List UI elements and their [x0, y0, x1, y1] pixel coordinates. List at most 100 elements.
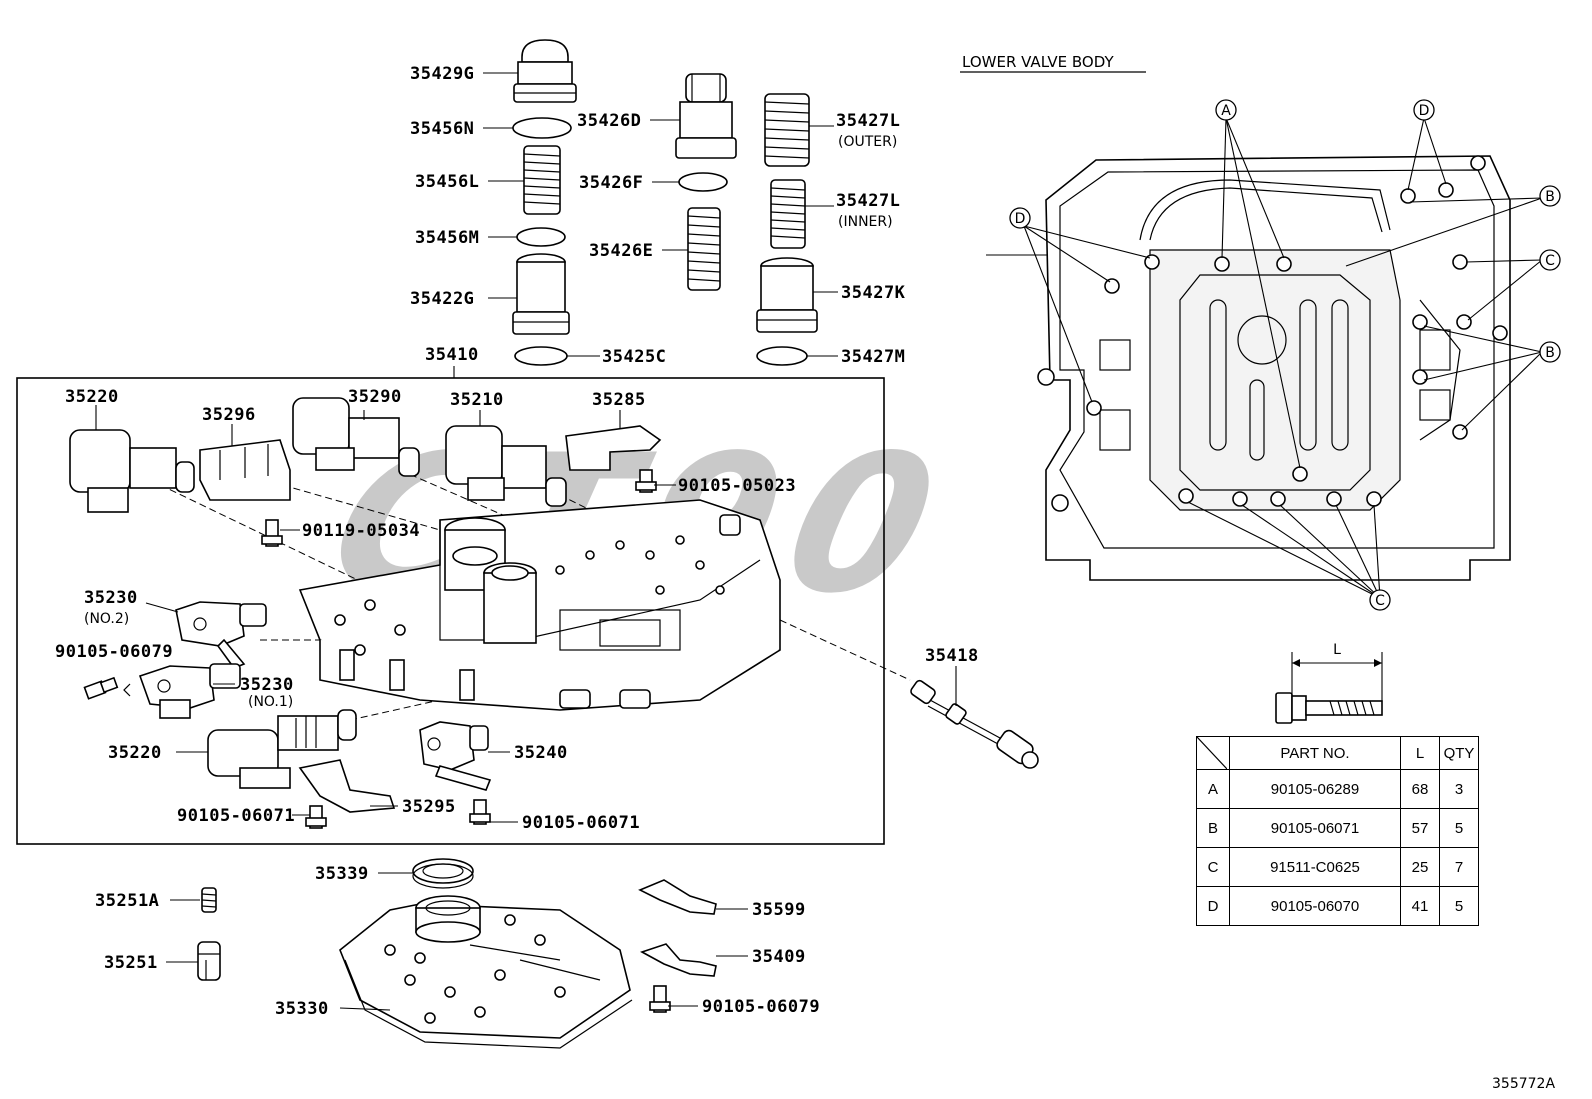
callout-35427m: 35427M — [841, 347, 905, 367]
lower-valve-body-view — [986, 117, 1543, 599]
section-title: LOWER VALVE BODY — [962, 53, 1114, 71]
svg-text:B: B — [1545, 345, 1555, 361]
callout-35230-no2: 35230 — [84, 588, 138, 608]
callout-35456m: 35456M — [415, 228, 479, 248]
callout-35426e: 35426E — [589, 241, 653, 261]
part-35230-no1-solenoid — [123, 663, 241, 719]
callout-35422g: 35422G — [410, 289, 474, 309]
row-length: 57 — [1400, 808, 1440, 848]
bolt-key-b-marker-top: B — [1539, 185, 1561, 207]
part-35285-bracket — [565, 425, 662, 471]
callout-35426f: 35426F — [579, 173, 643, 193]
part-35418-connector — [910, 679, 1039, 769]
callout-35425c: 35425C — [602, 347, 666, 367]
header-qty: QTY — [1439, 736, 1479, 770]
bolt-key-d-marker-top: D — [1413, 99, 1435, 121]
callout-35339: 35339 — [315, 864, 369, 884]
table-row: A 90105-06289 68 3 — [1196, 769, 1479, 809]
row-qty: 7 — [1439, 847, 1479, 887]
row-part-no: 91511-C0625 — [1229, 847, 1401, 887]
bolt-key-b-marker-right: B — [1539, 341, 1561, 363]
bolt-90105-06079-b — [649, 985, 671, 1013]
callout-35426d: 35426D — [577, 111, 641, 131]
part-35295-bracket — [298, 759, 396, 813]
callout-35220-top: 35220 — [65, 387, 119, 407]
row-key: B — [1196, 808, 1230, 848]
part-35426d-plug — [675, 73, 737, 159]
callout-35251: 35251 — [104, 953, 158, 973]
part-35456n-oring — [512, 117, 572, 139]
callout-35418: 35418 — [925, 646, 979, 666]
part-35426f-oring — [678, 172, 728, 192]
svg-text:C: C — [1375, 593, 1385, 609]
part-35422g-sleeve — [512, 253, 570, 335]
svg-text:A: A — [1221, 103, 1231, 119]
callout-35230-no1-note: (NO.1) — [248, 694, 293, 710]
callout-35220-bottom: 35220 — [108, 743, 162, 763]
callout-35295: 35295 — [402, 797, 456, 817]
callout-35330: 35330 — [275, 999, 329, 1019]
callout-90119-05034: 90119-05034 — [302, 521, 420, 541]
callout-35456n: 35456N — [410, 119, 474, 139]
callout-35427k: 35427K — [841, 283, 906, 303]
part-35427l-inner-spring — [770, 179, 806, 249]
bolt-length-dimension: L — [1275, 642, 1383, 724]
row-key: C — [1196, 847, 1230, 887]
callout-35427l-outer-note: (OUTER) — [838, 134, 897, 150]
part-35251-valve — [197, 941, 221, 981]
svg-text:D: D — [1015, 211, 1026, 227]
part-35220-solenoid-bottom — [207, 709, 357, 789]
part-35330-oil-strainer — [339, 895, 633, 1049]
svg-text:B: B — [1545, 189, 1555, 205]
bolt-90105-06079-a — [83, 676, 119, 700]
part-35427k-sleeve — [756, 257, 818, 333]
bolt-spec-table: PART NO. L QTY A 90105-06289 68 3 B 9010… — [1196, 736, 1479, 926]
row-key: A — [1196, 769, 1230, 809]
callout-90105-06071-a: 90105-06071 — [177, 806, 295, 826]
part-35456m-oring — [516, 227, 566, 247]
bolt-key-c-marker-right: C — [1539, 249, 1561, 271]
callout-35410: 35410 — [425, 345, 479, 365]
part-35230-no2-solenoid — [175, 601, 267, 669]
bolt-90105-06071-b — [469, 799, 491, 825]
part-35425c-oring — [514, 346, 568, 366]
part-35409-clip — [640, 943, 717, 977]
figure-code: 355772A — [1492, 1076, 1555, 1092]
part-35290-solenoid — [292, 397, 420, 477]
valve-body-assembly-frame — [16, 377, 885, 845]
part-35427m-oring — [756, 346, 808, 366]
part-35339-gasket — [412, 858, 474, 889]
callout-35427l-outer: 35427L — [836, 111, 900, 131]
callout-35427l-inner: 35427L — [836, 191, 900, 211]
callout-90105-06071-b: 90105-06071 — [522, 813, 640, 833]
callout-35409: 35409 — [752, 947, 806, 967]
callout-90105-06079-a: 90105-06079 — [55, 642, 173, 662]
row-qty: 5 — [1439, 886, 1479, 926]
dimension-label: L — [1333, 642, 1341, 658]
header-length: L — [1400, 736, 1440, 770]
part-35220-solenoid-top — [69, 429, 195, 513]
part-35240-solenoid — [419, 721, 492, 791]
callout-90105-06079-b: 90105-06079 — [702, 997, 820, 1017]
bolt-key-a-marker: A — [1215, 99, 1237, 121]
row-qty: 3 — [1439, 769, 1479, 809]
part-35427l-outer-spring — [764, 93, 810, 167]
row-length: 41 — [1400, 886, 1440, 926]
svg-text:C: C — [1545, 253, 1555, 269]
callout-35290: 35290 — [348, 387, 402, 407]
table-row: D 90105-06070 41 5 — [1196, 886, 1479, 926]
header-part-no: PART NO. — [1229, 736, 1401, 770]
callout-35296: 35296 — [202, 405, 256, 425]
callout-35230-no1: 35230 — [240, 675, 294, 695]
row-length: 68 — [1400, 769, 1440, 809]
callout-35240: 35240 — [514, 743, 568, 763]
row-length: 25 — [1400, 847, 1440, 887]
row-qty: 5 — [1439, 808, 1479, 848]
table-row: B 90105-06071 57 5 — [1196, 808, 1479, 848]
row-part-no: 90105-06071 — [1229, 808, 1401, 848]
part-35599-clip — [638, 879, 717, 915]
bolt-90119-05034 — [261, 519, 283, 547]
part-35456l-spring — [523, 145, 561, 215]
callout-35251a: 35251A — [95, 891, 159, 911]
